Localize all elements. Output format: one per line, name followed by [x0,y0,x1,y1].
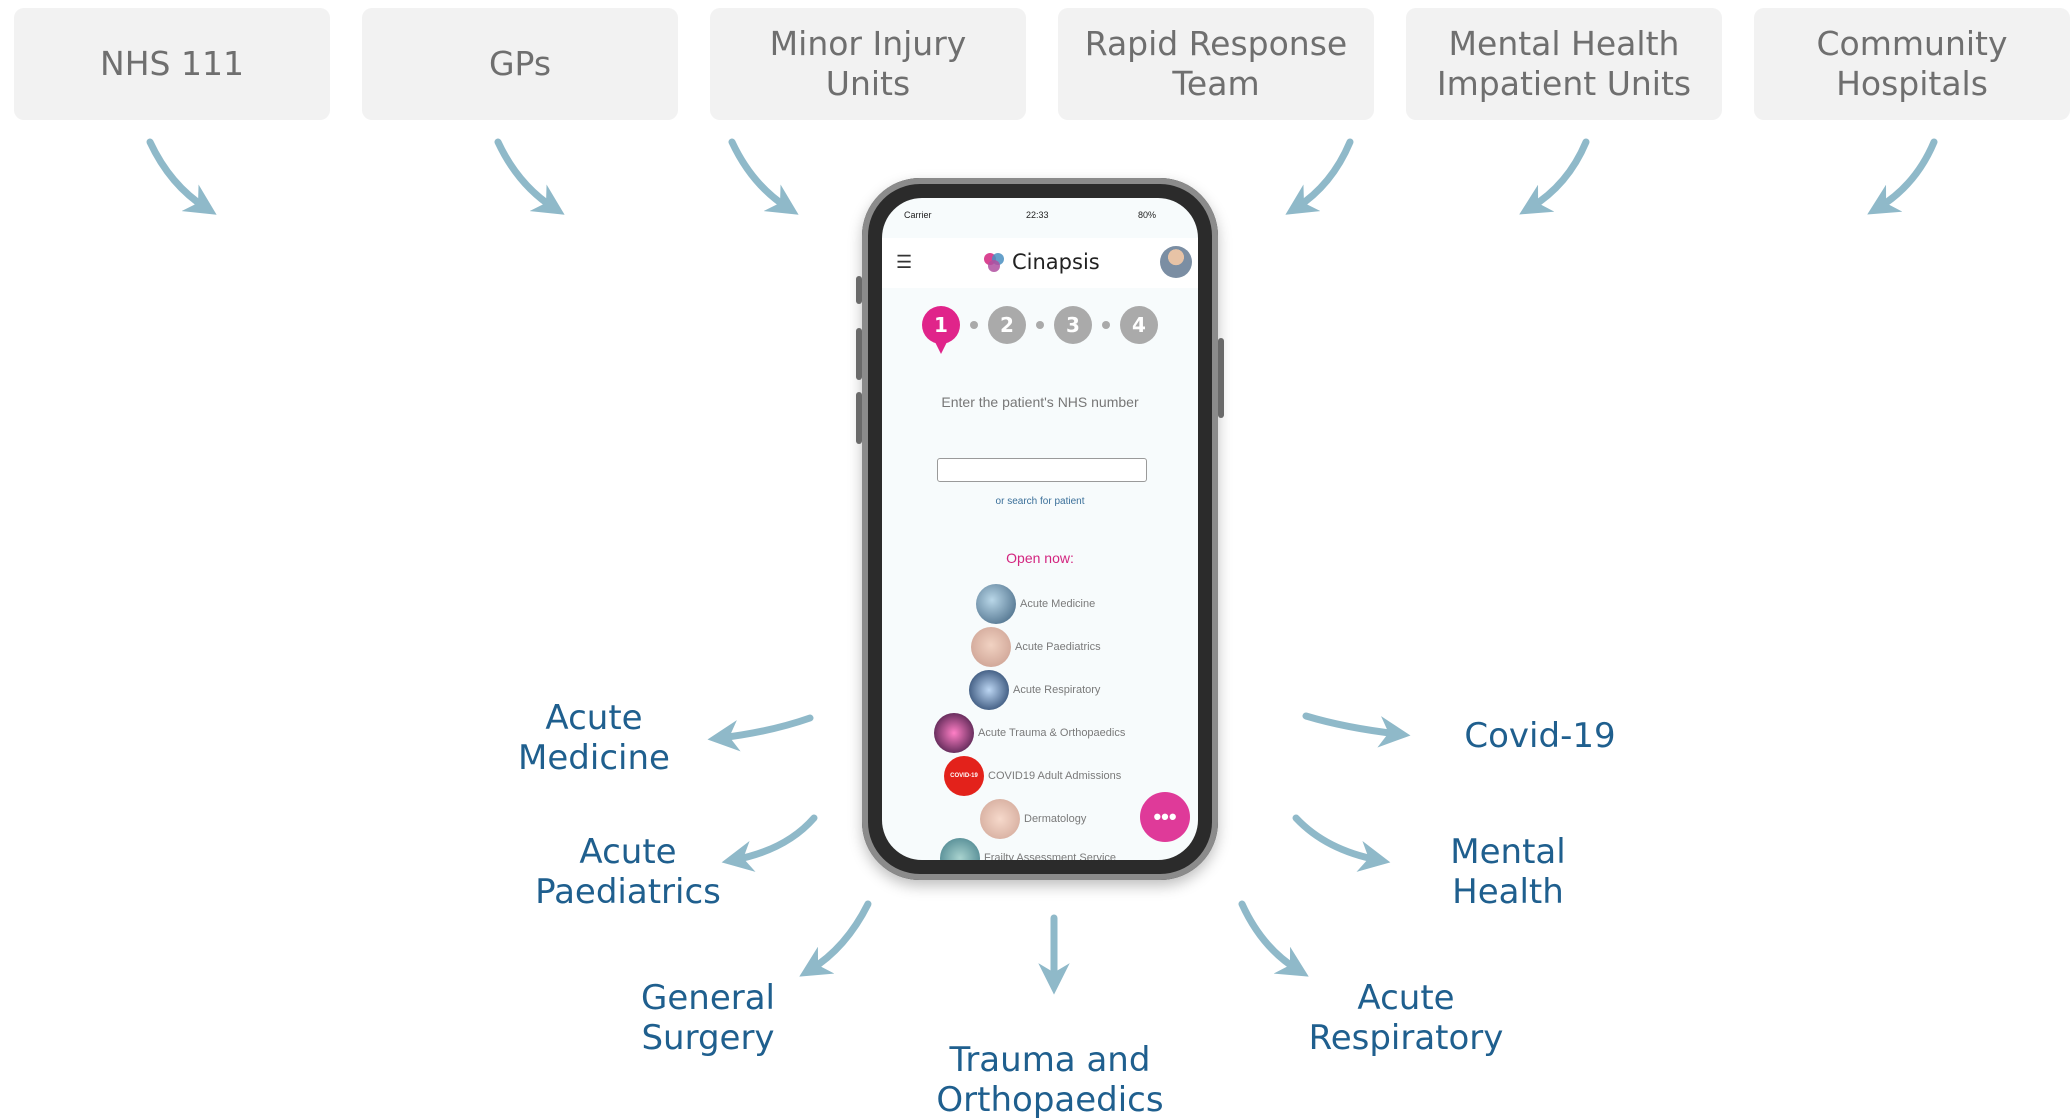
service-acute-medicine[interactable]: Acute Medicine [976,584,1095,624]
app-header: ☰ Cinapsis [882,238,1198,288]
arrow-acute-medicine-out [707,714,814,752]
arrow-nhs111-in [146,138,217,215]
service-label: Acute Medicine [1020,598,1096,610]
step-separator-dot [970,321,978,329]
source-gps: GPs [362,8,678,120]
source-minor-injury-units: Minor Injury Units [710,8,1026,120]
app-screen: Carrier 22:33 80% ☰ Cinapsis [882,198,1198,860]
arrow-acute-paediatrics-out [721,814,818,872]
step-separator-dot [1102,321,1110,329]
service-label: Frailty Assessment Service [984,852,1117,860]
clock-label: 22:33 [1026,210,1049,220]
search-patient-link[interactable]: or search for patient [995,496,1085,507]
bone-thumbnail-icon [934,713,974,753]
service-label: COVID19 Adult Admissions [988,770,1122,782]
phone-mockup: Carrier 22:33 80% ☰ Cinapsis [856,178,1224,880]
step-indicator: 1 2 3 4 [882,306,1198,354]
arrow-mental-health-units-in [1519,138,1590,215]
hamburger-icon[interactable]: ☰ [896,252,913,272]
arrow-minor-injury-in [728,138,799,215]
service-label: Acute Trauma & Orthopaedics [978,727,1126,739]
arrow-acute-respiratory-out [1238,900,1309,977]
phone-power-button [1218,338,1224,418]
nhs-number-input[interactable] [937,458,1147,482]
step-1[interactable]: 1 [922,306,960,354]
arrow-general-surgery-out [799,900,872,977]
dest-acute-paediatrics: Acute Paediatrics [535,832,721,912]
service-acute-paediatrics[interactable]: Acute Paediatrics [971,627,1101,667]
service-label: Acute Respiratory [1013,684,1101,696]
carrier-label: Carrier [904,210,932,220]
app-logo: Cinapsis [982,250,1100,274]
step-2[interactable]: 2 [988,306,1026,344]
more-options-button[interactable]: ••• [1140,792,1190,842]
nhs-number-prompt: Enter the patient's NHS number [941,394,1139,410]
service-acute-respiratory[interactable]: Acute Respiratory [969,670,1100,710]
ambulance-thumbnail-icon [976,584,1016,624]
source-community-hospitals: Community Hospitals [1754,8,2070,120]
dest-covid-19: Covid-19 [1464,716,1616,756]
user-avatar[interactable] [1160,246,1192,278]
frailty-thumbnail-icon [940,838,980,860]
service-frailty-assessment[interactable]: Frailty Assessment Service [940,838,1116,860]
service-covid19-adult-admissions[interactable]: COVID-19 COVID19 Adult Admissions [944,756,1121,796]
child-thumbnail-icon [971,627,1011,667]
cinapsis-logo-icon [982,250,1006,274]
source-nhs-111: NHS 111 [14,8,330,120]
open-now-heading: Open now: [1006,550,1074,566]
dest-mental-health: Mental Health [1450,832,1566,912]
dest-acute-medicine: Acute Medicine [518,698,670,778]
dest-general-surgery: General Surgery [641,978,775,1058]
service-dermatology[interactable]: Dermatology [980,799,1086,839]
step-3[interactable]: 3 [1054,306,1092,344]
service-label: Acute Paediatrics [1015,641,1101,653]
phone-volume-down [856,392,862,444]
phone-volume-up [856,328,862,380]
source-mental-health-inpatient-units: Mental Health Impatient Units [1406,8,1722,120]
dest-trauma-orthopaedics: Trauma and Orthopaedics [936,1040,1164,1120]
step-separator-dot [1036,321,1044,329]
step-4[interactable]: 4 [1120,306,1158,344]
service-label: Dermatology [1024,813,1087,825]
source-rapid-response-team: Rapid Response Team [1058,8,1374,120]
status-bar: Carrier 22:33 80% [882,208,1198,228]
service-acute-trauma-orthopaedics[interactable]: Acute Trauma & Orthopaedics [934,713,1125,753]
app-name: Cinapsis [1012,250,1100,274]
battery-label: 80% [1138,210,1157,220]
xray-thumbnail-icon [969,670,1009,710]
phone-mute-switch [856,276,862,304]
arrow-gps-in [494,138,565,215]
arrow-mental-health-out [1292,814,1391,872]
covid-badge-icon: COVID-19 [944,756,984,796]
skin-thumbnail-icon [980,799,1020,839]
arrow-community-hospitals-in [1867,138,1938,215]
arrow-covid-out [1302,712,1411,748]
arrow-rapid-response-in [1285,138,1354,215]
dest-acute-respiratory: Acute Respiratory [1308,978,1504,1058]
